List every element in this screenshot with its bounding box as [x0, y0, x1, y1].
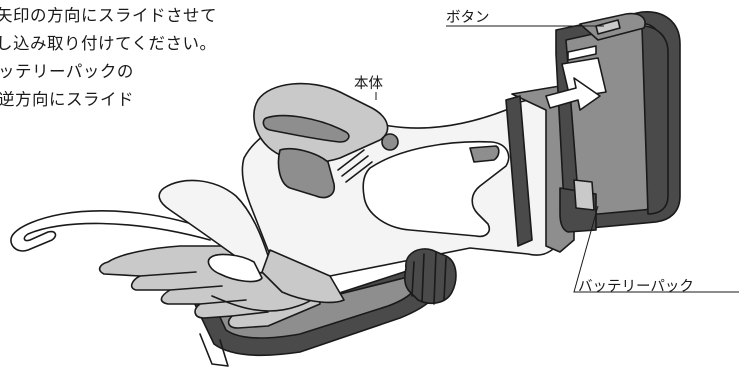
instruction-text: 矢印の方向にスライドさせて し込み取り付けてください。 ッテリーパックの 逆方向… — [0, 2, 290, 114]
label-battery-pack: バッテリーパック — [578, 279, 694, 295]
instruction-line-2: し込み取り付けてください。 — [0, 34, 217, 53]
battery-leader-line — [573, 205, 739, 293]
instruction-line-3: ッテリーパックの — [0, 62, 134, 81]
label-body: 本体 — [354, 76, 383, 92]
instruction-line-1: 矢印の方向にスライドさせて — [0, 6, 217, 25]
lock-button — [381, 133, 399, 151]
wire-guard — [10, 210, 216, 252]
label-button: ボタン — [446, 10, 490, 26]
rotation-knob — [404, 248, 457, 305]
slide-arrow — [545, 77, 601, 111]
instruction-line-4: 逆方向にスライド — [0, 90, 134, 109]
battery-release-button — [595, 19, 621, 35]
